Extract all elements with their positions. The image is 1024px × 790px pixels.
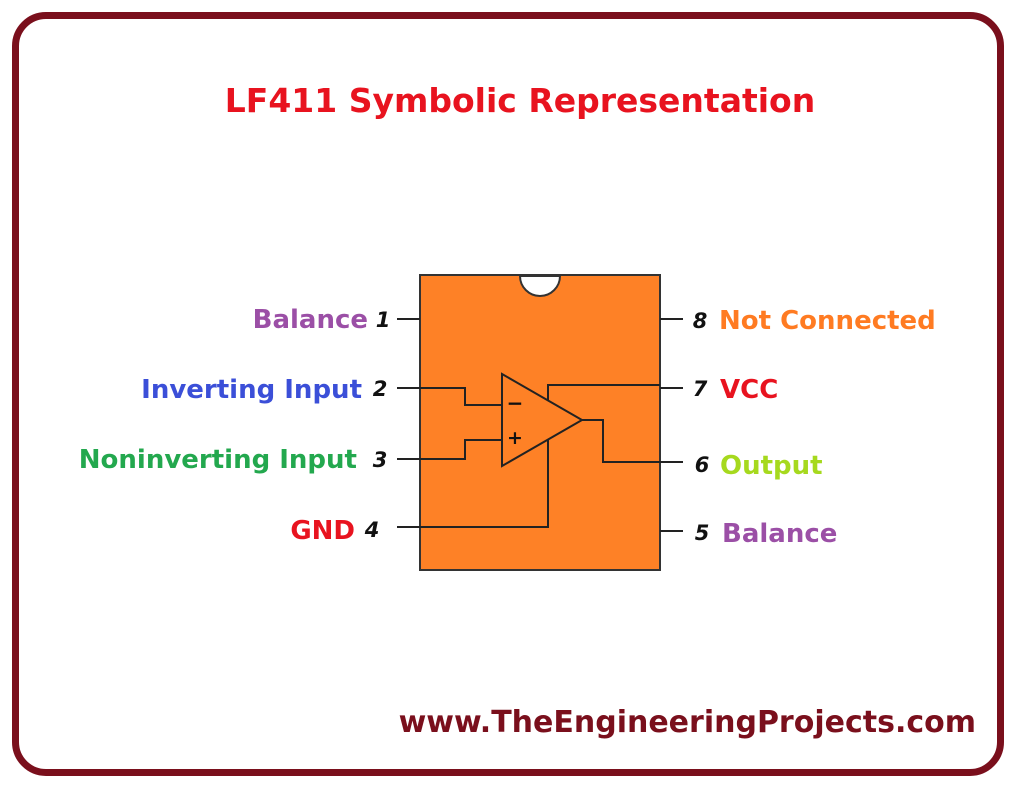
vcc-wire [547, 384, 660, 402]
noninverting-input-wire [420, 439, 502, 460]
pin-8-label: Not Connected [719, 306, 936, 336]
noninverting-sign: + [507, 427, 523, 449]
pin-5-number: 5 [695, 521, 710, 545]
pin-2-label: Inverting Input [141, 375, 362, 405]
pin-7-label: VCC [720, 375, 778, 405]
pin-6-number: 6 [695, 453, 710, 477]
inverting-input-wire [420, 387, 502, 406]
pin-1-number: 1 [376, 308, 391, 332]
ic-notch [518, 275, 562, 297]
pin-2-number: 2 [373, 377, 388, 401]
gnd-wire [420, 440, 549, 528]
pin-4-label: GND [290, 516, 355, 546]
pin-3-number: 3 [373, 448, 388, 472]
footer-url: www.TheEngineeringProjects.com [399, 705, 976, 740]
output-wire [582, 419, 660, 463]
pin-6-label: Output [720, 451, 823, 481]
diagram-title: LF411 Symbolic Representation [225, 81, 815, 120]
inverting-sign: − [507, 391, 524, 415]
pin-3-label: Noninverting Input [79, 445, 357, 475]
op-amp-symbol [501, 372, 585, 468]
pin-8-number: 8 [693, 309, 708, 333]
pin-7-number: 7 [693, 377, 708, 401]
pin-4-number: 4 [364, 518, 380, 542]
pin-1-label: Balance [253, 305, 368, 335]
pin-5-label: Balance [722, 519, 837, 549]
